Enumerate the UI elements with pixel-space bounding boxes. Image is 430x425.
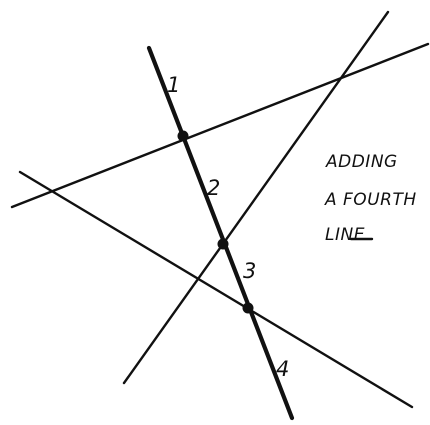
line-steep-right	[122, 10, 390, 385]
segment-label-2: 2	[207, 176, 220, 200]
line-lower	[18, 170, 414, 409]
segment-label-1: 1	[167, 73, 180, 97]
segment-label-4: 4	[276, 357, 289, 381]
note-line-3: LINE	[325, 225, 365, 245]
fourth-line	[146, 45, 295, 421]
segment-label-3: 3	[243, 259, 256, 283]
intersection-point-2	[217, 238, 229, 250]
note-line-2: A FOURTH	[324, 190, 417, 210]
line-upper	[10, 42, 430, 209]
intersection-point-1	[177, 130, 189, 142]
note-line-1: ADDING	[325, 152, 398, 172]
intersection-point-3	[242, 302, 254, 314]
